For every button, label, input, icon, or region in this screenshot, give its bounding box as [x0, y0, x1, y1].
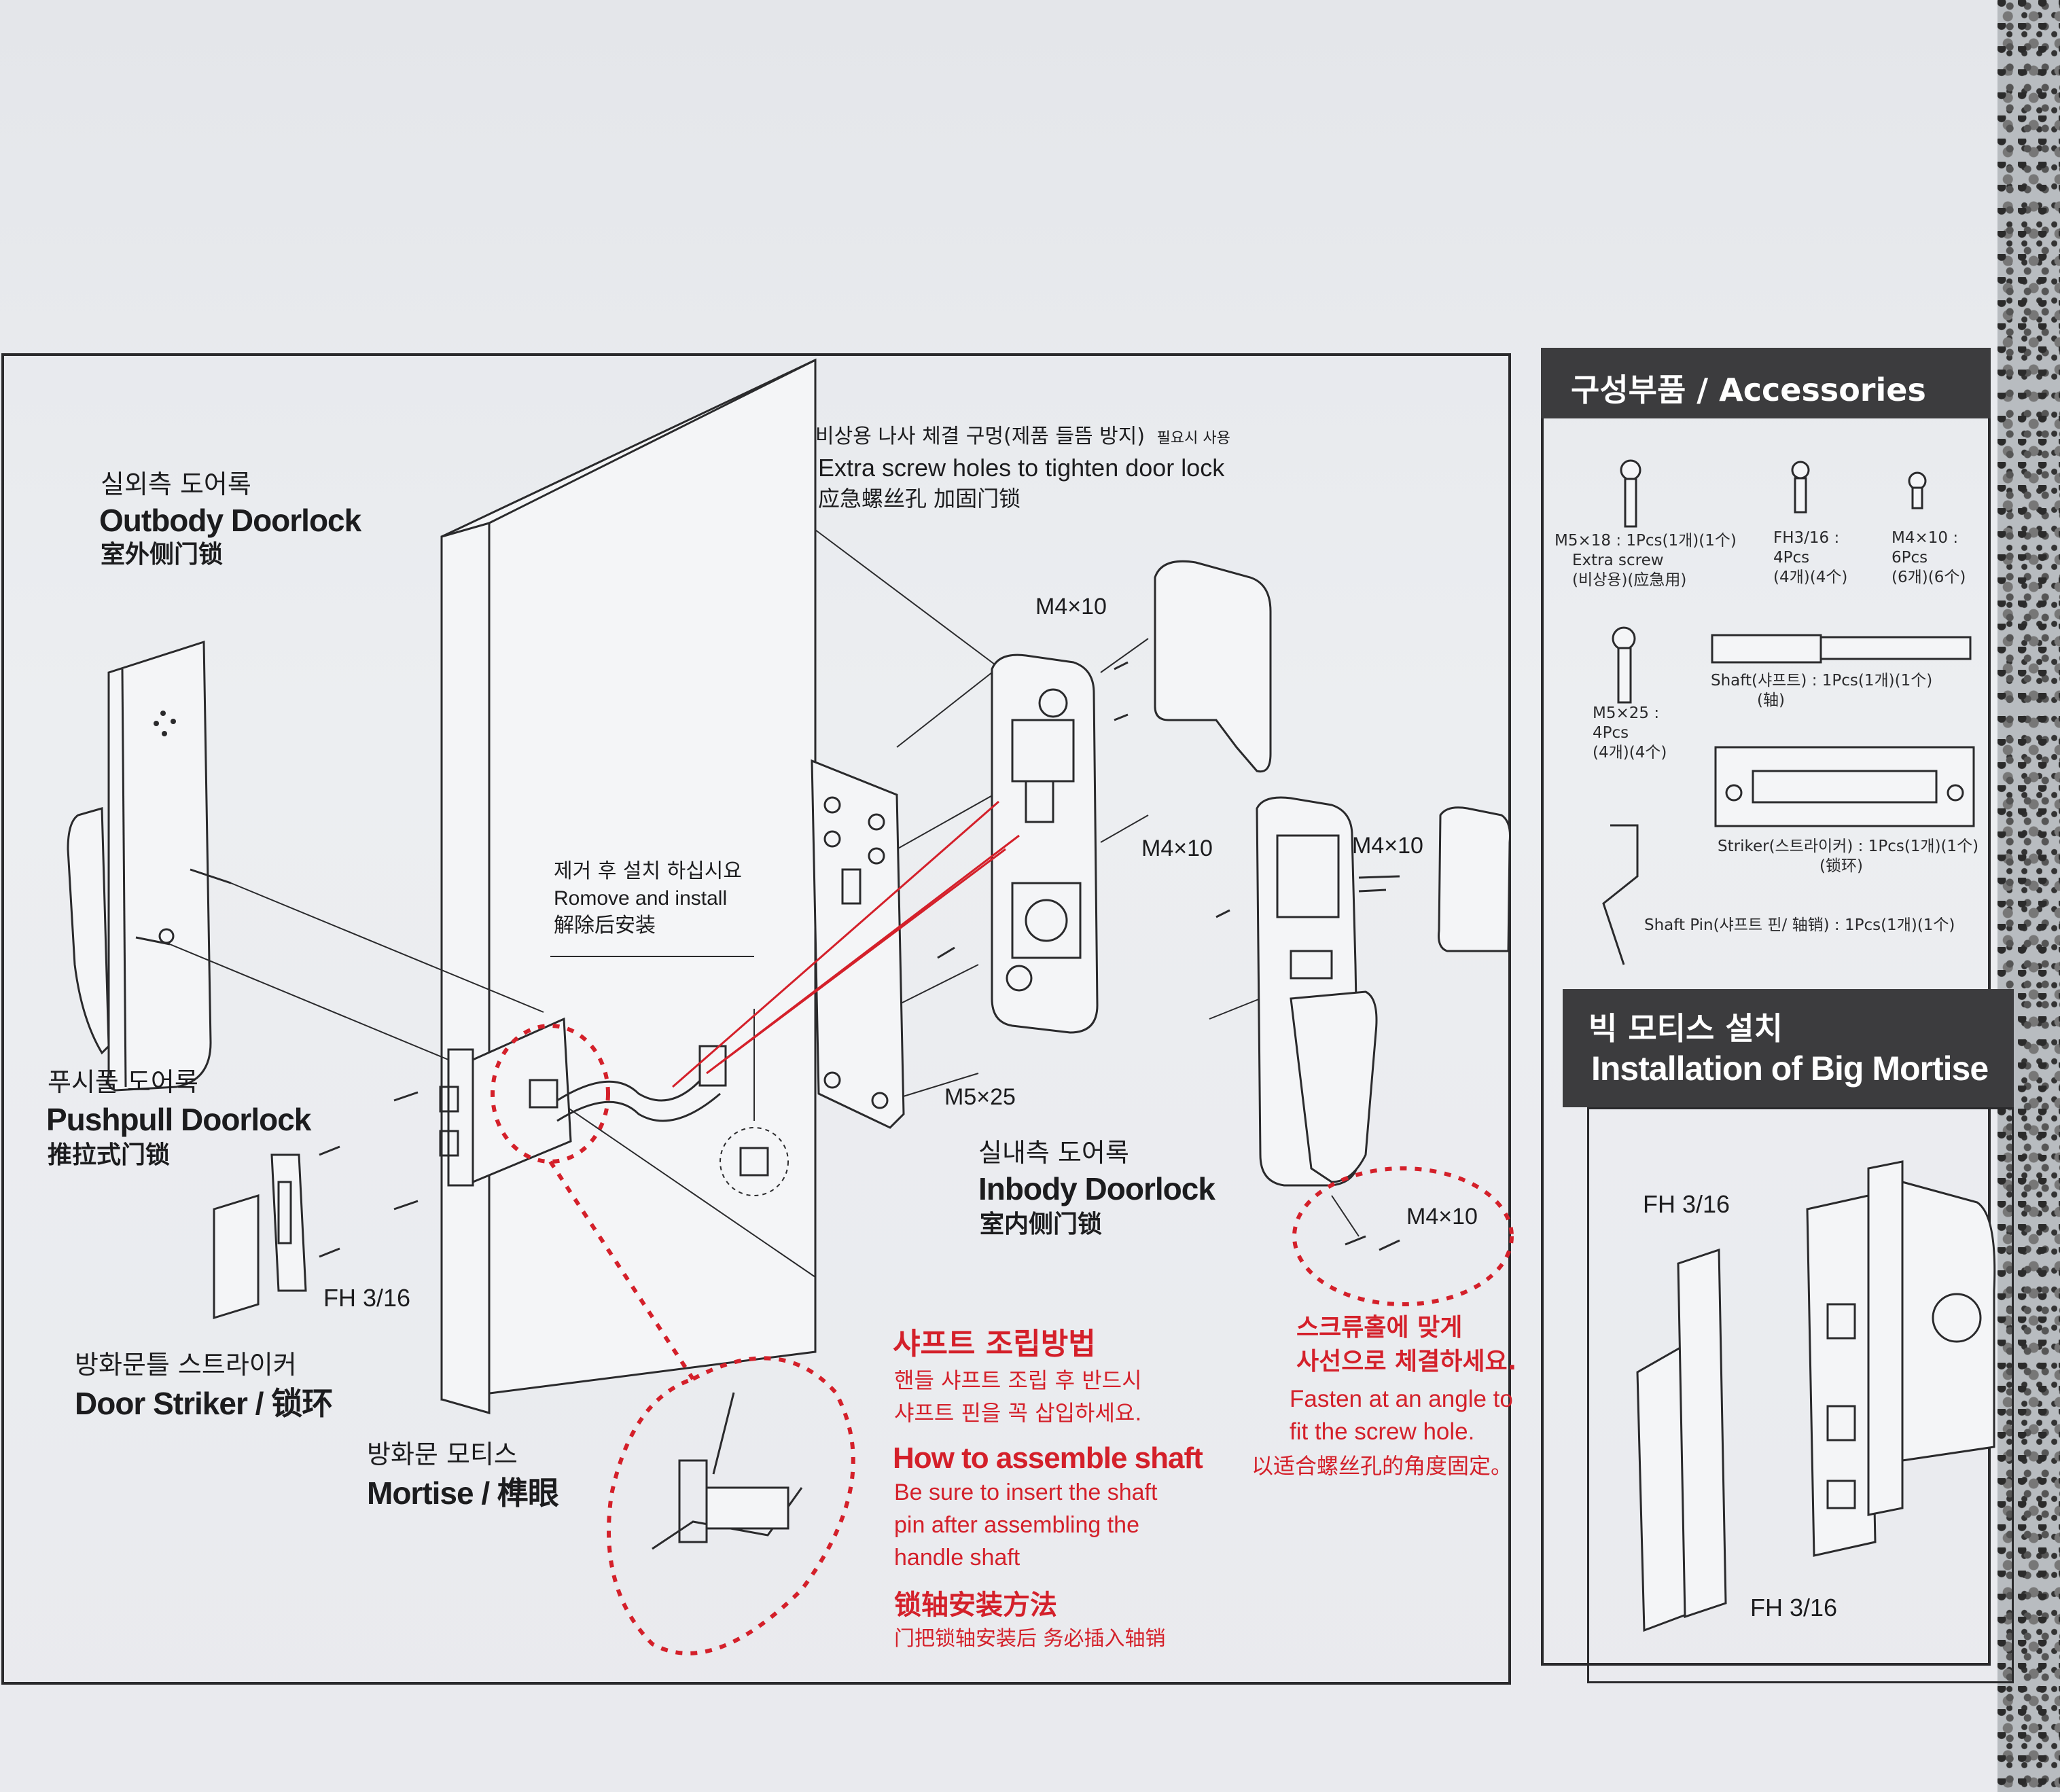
acc-shaft-pin-line1: Shaft Pin(샤프트 핀/ 轴销) : 1Pcs(1개)(1个)	[1644, 916, 1955, 934]
accessories-header: 구성부품 / Accessories	[1541, 348, 1991, 418]
inbody-label-en: Inbody Doorlock	[978, 1171, 1215, 1206]
battery-cover	[1154, 560, 1272, 773]
shaft-pin-detail	[652, 1392, 803, 1550]
shaft-note-en-line2: pin after assembling the	[894, 1512, 1139, 1538]
big-mortise-header: 빅 모티스 설치 Installation of Big Mortise	[1563, 989, 2014, 1107]
acc-m5x25-line1: M5×25 :	[1593, 704, 1660, 722]
angle-note-en-line1: Fasten at an angle to	[1290, 1386, 1513, 1412]
extra-screw-label-en: Extra screw holes to tighten door lock	[818, 454, 1225, 482]
acc-shaft-line2: (轴)	[1757, 691, 1785, 709]
acc-m5x18-line1: M5×18 : 1Pcs(1개)(1个)	[1555, 532, 1737, 550]
acc-m4x10-line2: 6Pcs	[1892, 548, 1928, 567]
remove-label-zh: 解除后安装	[554, 914, 656, 937]
removed-knob	[550, 956, 789, 1196]
inbody-label-zh: 室内侧门锁	[980, 1211, 1103, 1238]
extra-screw-ko-small: 필요시 사용	[1156, 430, 1230, 447]
door-slab	[440, 358, 817, 1414]
red-connection-lines	[672, 800, 1020, 1088]
acc-fh316: FH3/16 : 4Pcs (4개)(4个)	[1773, 528, 1847, 587]
acc-m4x10-line3: (6개)(6个)	[1892, 568, 1966, 586]
acc-striker: Striker(스트라이커) : 1Pcs(1개)(1个) (锁环)	[1718, 837, 1978, 876]
mortise-drawing	[439, 1017, 572, 1187]
main-diagram-frame	[1, 353, 1511, 1685]
striker-label-ko: 방화문틀 스트라이커	[75, 1350, 297, 1380]
screw-m5: M5×25	[944, 1084, 1016, 1110]
striker-label-en: Door Striker / 锁环	[75, 1386, 333, 1421]
shaft-note-ko-line2: 샤프트 핀을 꼭 삽입하세요.	[894, 1400, 1142, 1426]
acc-striker-line2: (锁环)	[1819, 857, 1863, 875]
acc-fh316-line3: (4개)(4个)	[1773, 568, 1848, 586]
acc-m5x25: M5×25 : 4Pcs (4개)(4个)	[1593, 704, 1667, 762]
pushpull-label-en: Pushpull Doorlock	[46, 1102, 311, 1137]
shaft-note-ko-line1: 핸들 샤프트 조립 후 반드시	[894, 1367, 1142, 1393]
acc-m5x18-line2: Extra screw	[1572, 551, 1664, 569]
shaft-note-en-line1: Be sure to insert the shaft	[894, 1480, 1158, 1505]
accessories-title: 구성부품 / Accessories	[1571, 372, 1926, 408]
mounting-plate	[811, 759, 905, 1129]
extra-screw-label-zh: 应急螺丝孔 加固门锁	[818, 486, 1021, 512]
acc-shaft-pin: Shaft Pin(샤프트 핀/ 轴销) : 1Pcs(1개)(1个)	[1644, 916, 1955, 935]
acc-fh316-line2: 4Pcs	[1773, 548, 1810, 567]
inbody-label-ko: 실내측 도어록	[978, 1138, 1129, 1168]
acc-shaft-line1: Shaft(샤프트) : 1Pcs(1개)(1个)	[1711, 672, 1933, 689]
shaft-note-zh-title: 锁轴安装方法	[894, 1590, 1057, 1621]
big-mortise-drawing	[1636, 1160, 1996, 1632]
shaft-note-en-line3: handle shaft	[894, 1545, 1020, 1571]
acc-m5x25-line2: 4Pcs	[1593, 723, 1629, 742]
door-striker-drawing	[213, 1145, 340, 1320]
big-mortise-title-ko: 빅 모티스 설치	[1588, 1010, 1783, 1047]
acc-m5x18: M5×18 : 1Pcs(1개)(1个) Extra screw (비상용)(应…	[1555, 531, 1737, 590]
angle-note-en-line2: fit the screw hole.	[1290, 1418, 1475, 1445]
inbody-doorlock-drawing	[1256, 796, 1511, 1187]
red-callouts	[491, 1024, 1514, 1655]
pushpull-label-zh: 推拉式门锁	[48, 1141, 171, 1169]
shaft-note-ko-title: 샤프트 조립방법	[893, 1327, 1096, 1361]
shaft-note-zh-line: 门把锁轴安装后 务必插入轴销	[894, 1627, 1166, 1651]
big-mortise-fh-top: FH 3/16	[1643, 1190, 1730, 1218]
screws	[393, 661, 1400, 1251]
acc-m4x10-line1: M4×10 :	[1892, 529, 1959, 547]
mortise-label-en: Mortise / 榫眼	[367, 1475, 559, 1511]
fh-label-striker: FH 3/16	[323, 1284, 411, 1312]
big-mortise-title-en: Installation of Big Mortise	[1591, 1050, 1989, 1088]
outbody-label-en: Outbody Doorlock	[99, 503, 361, 538]
extra-screw-label-ko: 비상용 나사 체결 구멍(제품 들뜸 방지) 필요시 사용	[815, 425, 1230, 449]
angle-note-ko-line2: 사선으로 체결하세요.	[1296, 1348, 1517, 1376]
accessory-drawings	[1602, 459, 1975, 965]
acc-fh316-line1: FH3/16 :	[1773, 529, 1840, 547]
acc-shaft: Shaft(샤프트) : 1Pcs(1개)(1个) (轴)	[1711, 671, 1932, 711]
screw-m4-right: M4×10	[1352, 833, 1423, 859]
acc-m4x10: M4×10 : 6Pcs (6개)(6个)	[1892, 528, 1966, 587]
remove-label-ko: 제거 후 설치 하십시요	[554, 859, 743, 883]
screw-m4-bottom: M4×10	[1406, 1204, 1478, 1230]
background-surface	[1997, 0, 2060, 1792]
big-mortise-inner-frame	[1587, 1107, 2014, 1683]
screw-m4-mid: M4×10	[1141, 836, 1213, 861]
screw-m4-top: M4×10	[1035, 594, 1107, 620]
pushpull-label-ko: 푸시풀 도어록	[48, 1067, 198, 1097]
angle-note-ko-line1: 스크류홀에 맞게	[1296, 1314, 1463, 1342]
remove-label-en: Romove and install	[554, 887, 728, 910]
outbody-doorlock-drawing	[67, 640, 232, 1092]
extra-screw-ko-main: 비상용 나사 체결 구멍(제품 들뜸 방지)	[815, 425, 1146, 448]
shaft-note-en-title: How to assemble shaft	[893, 1441, 1203, 1475]
outbody-label-zh: 室外侧门锁	[101, 541, 224, 569]
angle-note-zh-line: 以适合螺丝孔的角度固定。	[1251, 1453, 1513, 1479]
acc-striker-line1: Striker(스트라이커) : 1Pcs(1개)(1个)	[1718, 838, 1979, 855]
big-mortise-fh-bottom: FH 3/16	[1750, 1594, 1838, 1621]
mortise-label-ko: 방화문 모티스	[367, 1439, 518, 1469]
outbody-label-ko: 실외측 도어록	[101, 469, 251, 499]
inbody-back-housing	[991, 653, 1099, 1034]
acc-m5x18-line3: (비상용)(应急用)	[1572, 571, 1687, 589]
acc-m5x25-line3: (4개)(4个)	[1593, 743, 1667, 761]
